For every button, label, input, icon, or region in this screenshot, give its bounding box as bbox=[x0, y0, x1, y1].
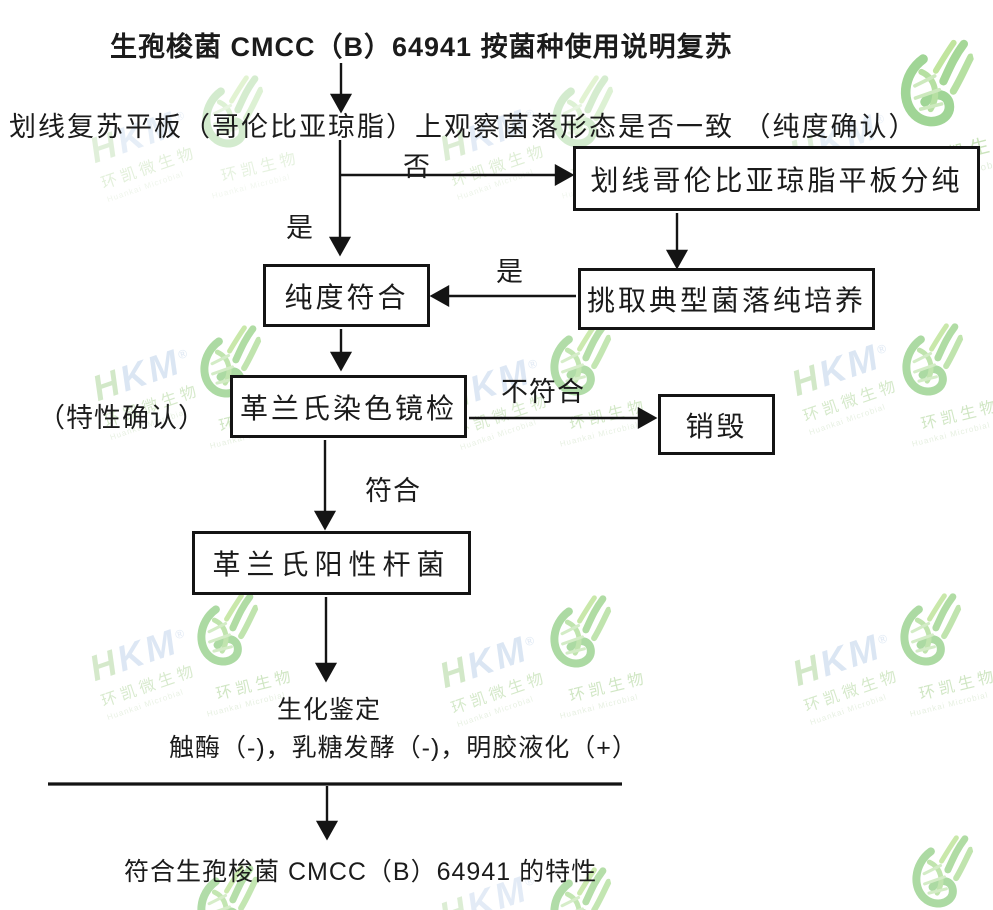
arrow-positive-to-biochem bbox=[314, 597, 338, 683]
box-destroy: 销毁 bbox=[658, 394, 775, 455]
box-streak-purify: 划线哥伦比亚琼脂平板分纯 bbox=[573, 146, 980, 211]
box-purity-ok: 纯度符合 bbox=[263, 264, 430, 327]
flowchart-title: 生孢梭菌 CMCC（B）64941 按菌种使用说明复苏 bbox=[110, 32, 733, 62]
label-no: 否 bbox=[403, 152, 431, 182]
box-gram-stain: 革兰氏染色镜检 bbox=[230, 375, 467, 438]
label-characteristic-confirm: （特性确认） bbox=[38, 403, 206, 433]
arrow-gram-to-positive bbox=[313, 440, 337, 531]
arrow-title-to-observe bbox=[329, 63, 353, 114]
arrow-streak-to-pick bbox=[665, 213, 689, 270]
arrow-purity-to-gram bbox=[329, 329, 353, 372]
label-yes-right: 是 bbox=[496, 257, 524, 287]
label-not-conform: 不符合 bbox=[501, 377, 585, 407]
arrow-to-conclusion bbox=[315, 786, 339, 841]
conclusion-text: 符合生孢梭菌 CMCC（B）64941 的特性 bbox=[124, 858, 598, 886]
step-observe-text: 划线复苏平板（哥伦比亚琼脂）上观察菌落形态是否一致 （纯度确认） bbox=[9, 112, 918, 142]
label-yes-left: 是 bbox=[286, 213, 314, 243]
box-gram-positive: 革兰氏阳性杆菌 bbox=[192, 531, 471, 595]
arrow-pick-to-purity bbox=[429, 284, 576, 308]
arrow-gram-to-destroy bbox=[469, 406, 658, 430]
arrow-observe-to-purity bbox=[328, 140, 352, 257]
biochem-detail: 触酶（-)，乳糖发酵（-)，明胶液化（+） bbox=[169, 734, 638, 762]
arrow-no-branch bbox=[341, 163, 575, 187]
label-conform: 符合 bbox=[365, 476, 421, 506]
biochem-title: 生化鉴定 bbox=[277, 696, 382, 724]
box-pick-colony: 挑取典型菌落纯培养 bbox=[578, 268, 875, 330]
